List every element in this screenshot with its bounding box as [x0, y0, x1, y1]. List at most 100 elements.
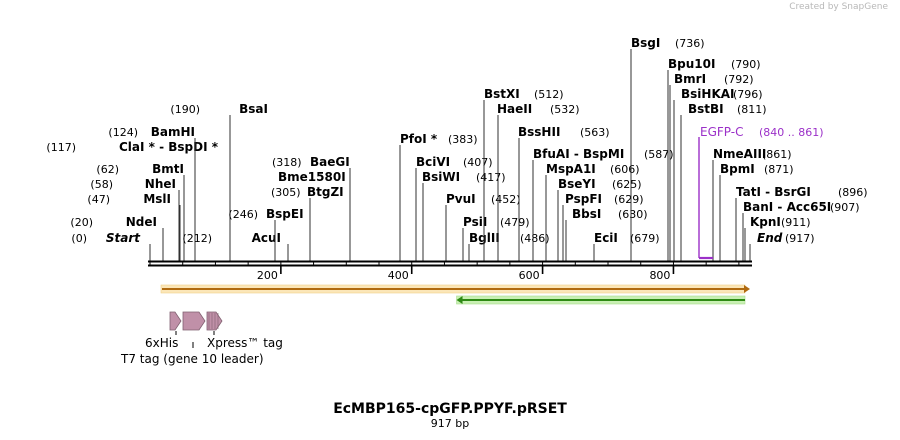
site-acui: AcuI(212): [182, 231, 289, 261]
site-tati-bsrgi-label: TatI - BsrGI: [736, 185, 811, 199]
site-clai-bspdi-position: (117): [46, 141, 76, 154]
site-bstxi: BstXI(512): [483, 87, 564, 261]
site-bglii-position: (486): [520, 232, 550, 245]
site-bsshii: BssHII (563): [518, 125, 610, 261]
site-btgzi-label: BtgZI: [307, 185, 344, 199]
site-bsihkai-label: BsiHKAI: [681, 87, 735, 101]
primer-range: (840 .. 861): [759, 126, 824, 139]
site-kpni: KpnI(911): [744, 215, 811, 261]
site-bani-acc65i-position: (907): [830, 201, 860, 214]
site-bbsi-position: (630): [618, 208, 648, 221]
site-tati-bsrgi: TatI - BsrGI(896): [735, 185, 868, 261]
site-baegi-position: (318): [272, 156, 302, 169]
tag-t7-arrow: [182, 311, 206, 331]
ruler-tick-label-600: 600: [519, 269, 540, 282]
site-bfuai-bspmi-label: BfuAI - BspMI: [533, 147, 624, 161]
site-nmeaiii-position: (861): [762, 148, 792, 161]
site-bme1580i-label: Bme1580I: [278, 170, 346, 184]
site-bseyi-position: (625): [612, 178, 642, 191]
site-btgzi-position: (305): [271, 186, 301, 199]
site-bstxi-label: BstXI: [484, 87, 520, 101]
site-bstbi: BstBI(811): [680, 102, 767, 261]
tag-label-t7: T7 tag (gene 10 leader): [120, 352, 264, 366]
site-bmri: BmrI(792): [669, 72, 754, 261]
site-ecii-label: EciI: [594, 231, 618, 245]
ruler-tick-label-200: 200: [257, 269, 278, 282]
site-nhei-label: NheI: [145, 177, 176, 191]
site-pspfi-position: (629): [614, 193, 644, 206]
site-bmti-position: (62): [96, 163, 119, 176]
site-bfuai-bspmi: BfuAI - BspMI (587): [532, 147, 674, 261]
site-start-label: Start: [106, 231, 141, 245]
site-bmti: BmtI (62): [96, 162, 185, 261]
site-baegi-label: BaeGI: [310, 155, 350, 169]
snapgene-credit: Created by SnapGene: [789, 2, 888, 12]
site-kpni-label: KpnI: [750, 215, 781, 229]
site-bcivi-position: (407): [463, 156, 493, 169]
site-246-position: (246): [228, 208, 258, 221]
site-end-position: (917): [785, 232, 815, 245]
site-bseyi: BseYI (625): [557, 177, 642, 261]
site-ndei-position: (20): [70, 216, 93, 229]
site-pvui-position: (452): [491, 193, 521, 206]
site-bamhi: BamHI (124): [108, 125, 196, 261]
primer-label: EGFP-C: [700, 125, 743, 139]
site-start-position: (0): [71, 232, 87, 245]
site-bamhi-position: (124): [108, 126, 138, 139]
site-haeii-label: HaeII: [497, 102, 532, 116]
site-bsshii-position: (563): [580, 126, 610, 139]
site-pvui-label: PvuI: [446, 192, 476, 206]
site-bfuai-bspmi-position: (587): [644, 148, 674, 161]
site-nmeaiii: NmeAIII(861): [712, 147, 792, 261]
orange-feature-arrowhead: [744, 285, 750, 293]
site-nmeaiii-label: NmeAIII: [713, 147, 766, 161]
site-bspei: BspEI: [266, 207, 304, 261]
site-start: Start (0): [71, 231, 151, 261]
restriction-site-layer: Start(0)End(917)NdeI(20)MslI(47)NheI(58)…: [46, 36, 868, 261]
site-pfoi-position: (383): [448, 133, 478, 146]
plasmid-title: EcMBP165-cpGFP.PPYF.pRSET: [333, 401, 567, 417]
site-bsgi-label: BsgI: [631, 36, 660, 50]
site-haeii-position: (532): [550, 103, 580, 116]
site-bsai-label: BsaI: [239, 102, 268, 116]
site-psii-position: (479): [500, 216, 530, 229]
site-bbsi-label: BbsI: [572, 207, 601, 221]
site-bspei-label: BspEI: [266, 207, 304, 221]
site-bmti-label: BmtI: [152, 162, 184, 176]
site-bcivi-label: BciVI: [416, 155, 450, 169]
site-bsai: BsaI(190): [170, 102, 268, 261]
site-bsiwi-position: (417): [476, 171, 506, 184]
site-bsgi-position: (736): [675, 37, 705, 50]
site-bsshii-label: BssHII: [518, 125, 560, 139]
green-feature-arrowhead: [456, 296, 463, 304]
site-bstbi-position: (811): [737, 103, 767, 116]
site-mspa1i-position: (606): [610, 163, 640, 176]
site-bani-acc65i-label: BanI - Acc65I: [743, 200, 831, 214]
site-bpu10i-label: Bpu10I: [668, 57, 715, 71]
site-ndei: NdeI(20): [70, 215, 164, 261]
site-pspfi-label: PspFI: [565, 192, 602, 206]
site-bamhi-label: BamHI: [151, 125, 195, 139]
site-nhei: NheI(58): [90, 177, 180, 261]
site-psii-label: PsiI: [463, 215, 487, 229]
ruler-tick-label-800: 800: [649, 269, 670, 282]
site-bglii: BglII(486): [468, 231, 550, 261]
site-bpu10i-position: (790): [731, 58, 761, 71]
site-bseyi-label: BseYI: [558, 177, 596, 191]
site-end-label: End: [757, 231, 783, 245]
site-bpu10i: Bpu10I (790): [667, 57, 761, 261]
tag-label-6xhis: 6xHis: [145, 336, 178, 350]
site-bsiwi-label: BsiWI: [422, 170, 460, 184]
sequence-ruler: 200 400 600 800: [148, 260, 752, 282]
site-bpmi-position: (871): [764, 163, 794, 176]
site-mspa1i: MspA1I(606): [545, 162, 640, 261]
site-acui-position: (212): [182, 232, 212, 245]
site-bpmi-label: BpmI: [720, 162, 755, 176]
site-btgzi: BtgZI (305): [271, 185, 344, 261]
site-bmri-position: (792): [724, 73, 754, 86]
site-bsihkai-position: (796): [733, 88, 763, 101]
site-bsihkai: BsiHKAI(796): [673, 87, 763, 261]
ruler-tick-label-400: 400: [388, 269, 409, 282]
